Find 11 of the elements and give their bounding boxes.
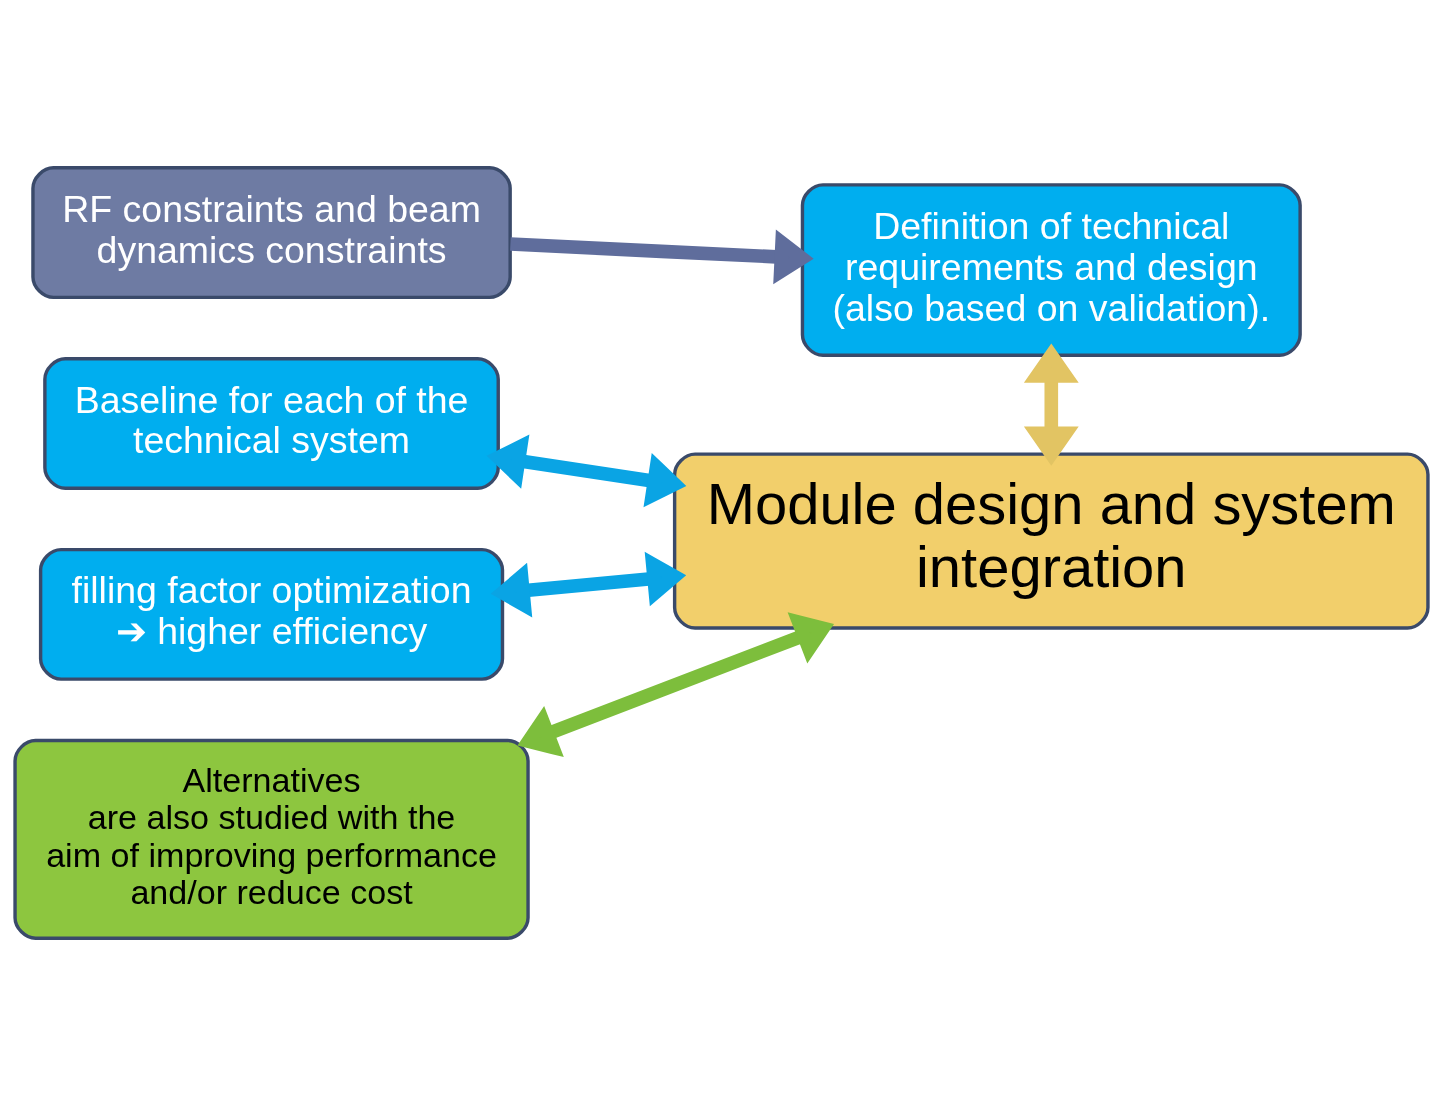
node-box: Baseline for each of the technical system: [43, 357, 500, 490]
node-box: Alternatives are also studied with the aim of improving performance and/or reduce cost: [13, 738, 530, 940]
arrow: [1023, 343, 1079, 466]
node-box: RF constraints and beam dynamics constraints: [31, 166, 512, 300]
node-box: Definition of technical requirements and design (also based on validation).: [800, 183, 1302, 357]
arrow: [517, 612, 835, 758]
arrow: [486, 434, 687, 508]
node-box: Module design and system integration: [672, 452, 1430, 630]
node-box: filling factor optimization ➔ higher efficiency: [38, 547, 505, 681]
arrow: [490, 551, 687, 618]
arrow: [510, 229, 814, 285]
